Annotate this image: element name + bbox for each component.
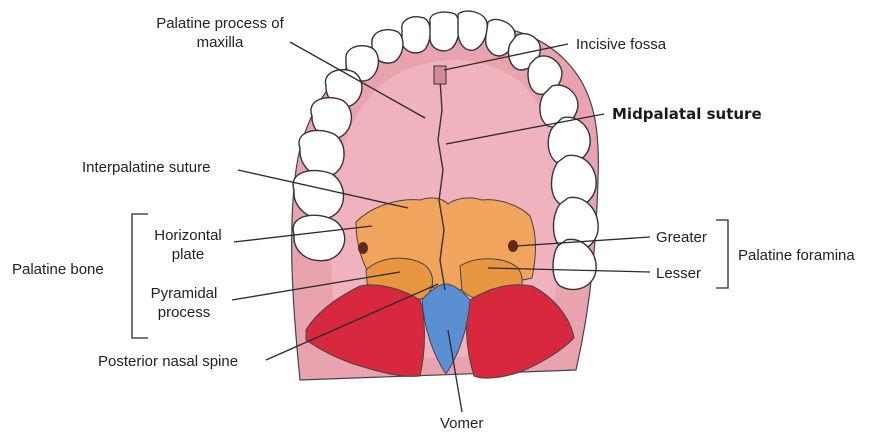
label-palatine-process-line1: Palatine process of	[130, 14, 310, 33]
label-posterior-nasal-spine: Posterior nasal spine	[98, 352, 238, 371]
incisive-fossa-mark	[434, 66, 446, 84]
label-interpalatine-suture: Interpalatine suture	[82, 158, 210, 177]
label-palatine-process: Palatine process of maxilla	[130, 14, 310, 52]
label-lesser: Lesser	[656, 264, 701, 283]
label-greater: Greater	[656, 228, 707, 247]
palatine-foramina-bracket	[716, 220, 728, 288]
label-horizontal-plate-line1: Horizontal	[138, 226, 238, 245]
label-palatine-bone: Palatine bone	[12, 260, 104, 279]
label-pyramidal-process-line2: process	[134, 303, 234, 322]
label-pyramidal-process: Pyramidal process	[134, 284, 234, 322]
label-incisive-fossa: Incisive fossa	[576, 35, 666, 54]
greater-palatine-foramen-left	[358, 242, 368, 254]
label-vomer: Vomer	[440, 414, 483, 433]
label-palatine-foramina: Palatine foramina	[738, 246, 855, 265]
label-midpalatal-suture: Midpalatal suture	[612, 105, 762, 124]
label-horizontal-plate: Horizontal plate	[138, 226, 238, 264]
label-pyramidal-process-line1: Pyramidal	[134, 284, 234, 303]
label-palatine-process-line2: maxilla	[130, 33, 310, 52]
label-horizontal-plate-line2: plate	[138, 245, 238, 264]
